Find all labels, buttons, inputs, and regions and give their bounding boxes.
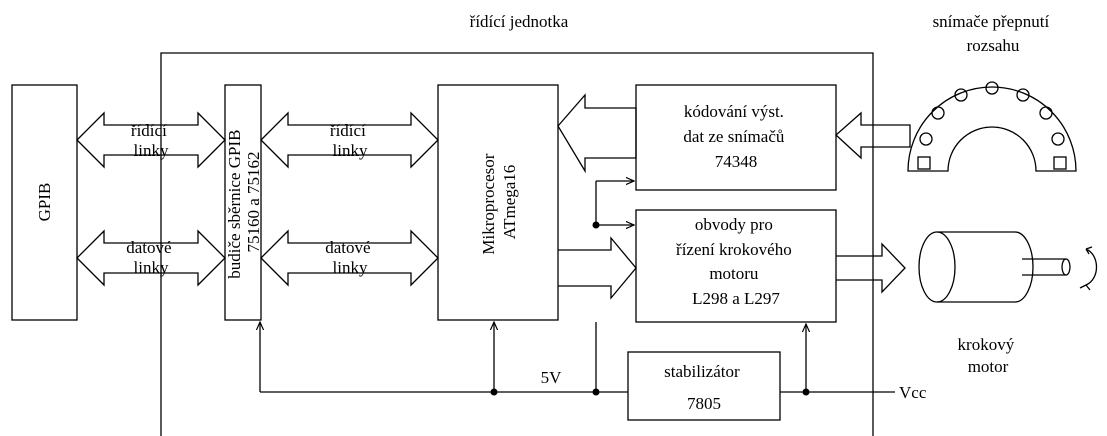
gpib-label: GPIB: [35, 183, 54, 222]
mcu-block: [437, 84, 559, 321]
sensor-hole: [1039, 106, 1053, 120]
junction-dot: [802, 388, 810, 396]
bus-arrow-control-left: [76, 111, 226, 169]
sensor-contact-2: [1053, 156, 1067, 170]
vcc-label: Vcc: [899, 383, 927, 402]
mcu-to-stepper-arrow: [558, 236, 637, 300]
rotation-arrow: [1079, 246, 1098, 291]
sensor-hole: [931, 106, 945, 120]
sensor-to-encoder-arrow: [835, 111, 911, 160]
bus-control-label-left: řídící linky: [131, 121, 171, 160]
control-unit-boundary: [160, 52, 874, 436]
regulator-block: [627, 351, 781, 421]
stepper-to-motor-arrow: [836, 242, 906, 294]
motor-shaft: [1022, 258, 1066, 276]
bus-driver-block: [224, 84, 262, 321]
bus-data-label-left: datové linky: [126, 238, 176, 277]
sensor-caption: snímače přepnutí rozsahu: [933, 12, 1054, 55]
encoder-to-mcu-arrow: [557, 93, 637, 174]
sensor-hole: [954, 88, 968, 102]
junction-dot: [490, 388, 498, 396]
junction-dot: [592, 388, 600, 396]
mcu-label: Mikroprocesor ATmega16: [479, 149, 519, 254]
motor-caption: krokový motor: [958, 335, 1019, 376]
supply-5v-label: 5V: [541, 368, 563, 387]
stepper-driver-label: obvody pro řízení krokového motoru L298 …: [676, 215, 796, 308]
motor-front-face: [918, 231, 956, 303]
gpib-block: [11, 84, 78, 321]
range-sensor-ring: [907, 86, 1077, 172]
junction-dot: [592, 221, 600, 229]
bus-control-label-right: řídící linky: [330, 121, 370, 160]
bus-arrow-data-right: [260, 229, 439, 287]
sensor-hole: [1051, 132, 1065, 146]
sensor-hole: [1016, 88, 1030, 102]
encoder-label: kódování výst. dat ze snímačů 74348: [683, 102, 788, 171]
stepper-driver-block: [635, 209, 837, 323]
motor-body: [937, 231, 1034, 303]
bus-data-label-right: datové linky: [325, 238, 375, 277]
sensor-contact-1: [917, 156, 931, 170]
sensor-hole: [985, 81, 999, 95]
regulator-label: stabilizátor 7805: [664, 362, 744, 413]
control-unit-title: řídící jednotka: [470, 12, 569, 31]
motor-shaft-end: [1061, 258, 1071, 276]
sensor-hole: [919, 132, 933, 146]
bus-arrow-control-right: [260, 111, 439, 169]
bus-driver-label: budiče sběrnice GPIB 75160 a 75162: [225, 125, 263, 278]
bus-arrow-data-left: [76, 229, 226, 287]
